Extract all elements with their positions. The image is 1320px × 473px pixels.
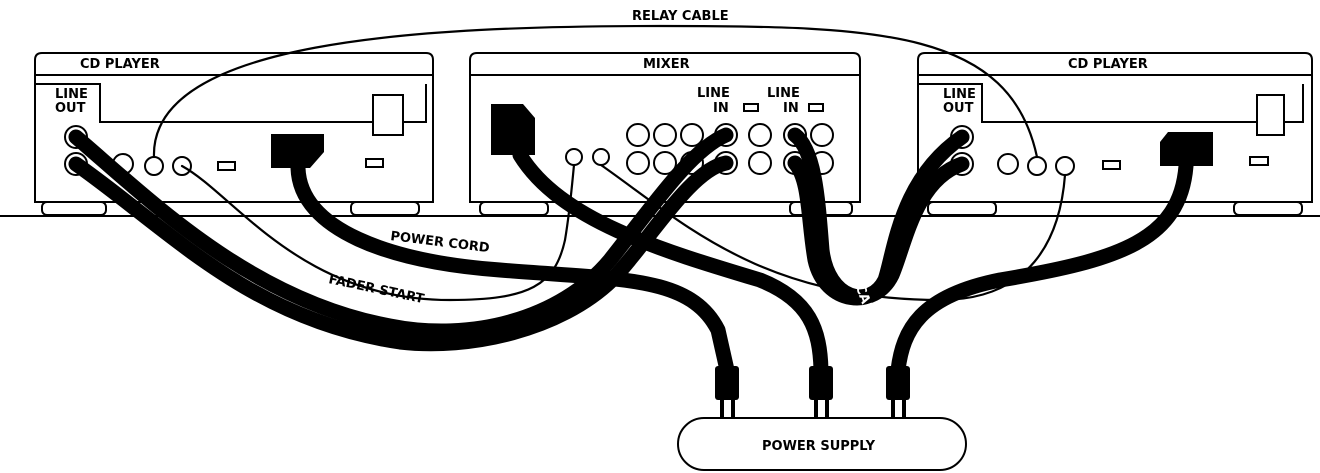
fader-start-label: FADER START — [327, 272, 425, 307]
indicator-right-2 — [1102, 160, 1121, 170]
power-cord-right — [890, 158, 1194, 378]
plug-middle — [809, 366, 833, 418]
power-plug-mixer — [491, 104, 535, 155]
jack-right-3[interactable] — [997, 153, 1019, 175]
relay-jack-right[interactable] — [1027, 156, 1047, 176]
relay-cable — [152, 24, 1039, 159]
display-window-right — [1256, 94, 1285, 136]
cd-player-left-title: CD PLAYER — [80, 57, 160, 72]
fader-jack-mixer[interactable] — [565, 148, 583, 166]
line-in-label-1a: LINE — [697, 86, 730, 101]
power-plug-left — [271, 134, 324, 168]
power-cord-left — [290, 160, 735, 378]
indicator-right — [1249, 156, 1269, 166]
cd-player-right: CD PLAYER LINE OUT — [917, 52, 1313, 216]
line-out-label-left-2: OUT — [55, 101, 86, 116]
power-supply-label: POWER SUPPLY — [762, 439, 876, 454]
cd-player-left: CD PLAYER LINE OUT — [34, 52, 434, 216]
relay-cable-label: RELAY CABLE — [632, 9, 729, 24]
plug-left — [715, 366, 739, 418]
plug-right — [886, 366, 910, 418]
audio-cable-right-b — [787, 155, 970, 306]
display-window-left — [372, 94, 404, 136]
cd-player-right-title: CD PLAYER — [1068, 57, 1148, 72]
line-out-label-right-1: LINE — [943, 87, 976, 102]
relay-jack-mixer[interactable] — [592, 148, 610, 166]
audio-cable-left-bottom — [68, 155, 734, 352]
line-in-label-2a: LINE — [767, 86, 800, 101]
line-out-label-right-2: OUT — [943, 101, 974, 116]
indicator-left — [365, 158, 384, 168]
fader-start-cable — [180, 163, 576, 302]
line-in-label-1b: IN — [713, 101, 729, 116]
indicator-left-2 — [217, 161, 236, 171]
power-plug-right — [1160, 132, 1213, 166]
fader-jack-right[interactable] — [1055, 156, 1075, 176]
power-supply — [677, 417, 967, 471]
relay-jack-left[interactable] — [144, 156, 164, 176]
audio-cable-left-top — [68, 127, 734, 339]
line-out-label-left-1: LINE — [55, 87, 88, 102]
power-cord-mixer — [512, 147, 829, 378]
line-in-label-2b: IN — [783, 101, 799, 116]
mixer-title: MIXER — [643, 57, 690, 72]
